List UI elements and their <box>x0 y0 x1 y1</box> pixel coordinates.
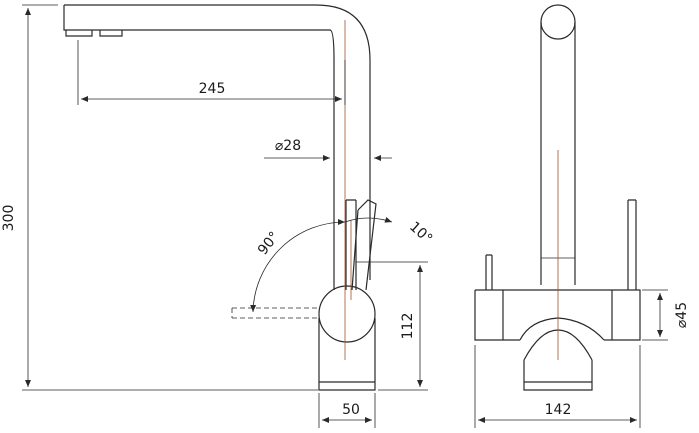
dim-spout-reach <box>77 40 346 105</box>
label-base-width: 50 <box>342 402 360 418</box>
left-handle-stem <box>485 254 493 290</box>
dim-total-width <box>474 345 641 428</box>
spout-column <box>333 220 371 290</box>
spout-top-cap <box>540 4 576 40</box>
front-view <box>474 4 641 391</box>
aerator <box>65 30 123 37</box>
label-base-height: 112 <box>400 313 416 340</box>
base-block <box>318 318 376 391</box>
lever-rotated-outline <box>231 307 320 319</box>
label-height-total: 300 <box>1 205 17 232</box>
body-center <box>519 317 605 361</box>
dim-base-height <box>356 261 428 391</box>
dim-base-width <box>318 393 376 428</box>
label-spout-reach: 245 <box>199 81 226 97</box>
angle-arc-90 <box>250 219 346 313</box>
label-total-width: 142 <box>545 402 572 418</box>
dim-total-height <box>22 4 318 391</box>
dim-body-diameter <box>642 289 668 341</box>
spout-outline <box>63 4 371 220</box>
right-handle-stem <box>627 199 637 290</box>
label-spout-diameter: ⌀28 <box>275 138 301 154</box>
label-angle-90: 90° <box>255 229 283 258</box>
label-body-diameter: ⌀45 <box>674 302 690 328</box>
side-view <box>63 4 393 391</box>
angle-arc-10 <box>344 216 393 223</box>
lever-handle <box>345 199 377 291</box>
pedestal-front <box>523 360 593 391</box>
body-front <box>474 289 641 341</box>
valve-body <box>318 285 376 343</box>
spout-front-column <box>540 22 576 285</box>
label-angle-10: 10° <box>406 219 435 248</box>
